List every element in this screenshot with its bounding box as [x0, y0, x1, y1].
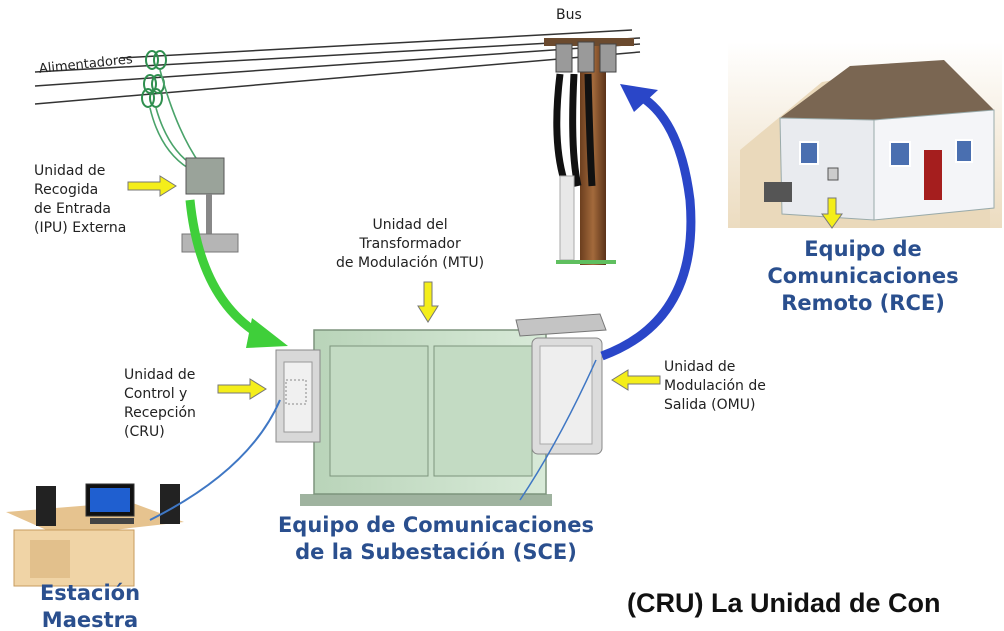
- label-mtu: Unidad del Transformador de Modulación (…: [336, 217, 485, 271]
- workstation: [6, 483, 184, 587]
- blue-arrow-head: [620, 84, 658, 112]
- label-omu: Unidad de Modulación de Salida (OMU): [664, 359, 766, 413]
- sce-cabinet: [275, 313, 607, 506]
- cru-cable: [149, 399, 281, 521]
- pointer-arrows: [127, 175, 843, 400]
- blue-arrow: [600, 92, 696, 361]
- caption-text: (CRU) La Unidad de Con: [627, 588, 941, 618]
- utility-pole: [544, 38, 634, 265]
- ipu-wires: [149, 69, 201, 169]
- label-cru: Unidad de Control y Recepción (CRU): [124, 367, 196, 440]
- omu-cable: [519, 359, 597, 501]
- title-rce: Equipo de Comunicaciones Remoto (RCE): [767, 237, 959, 315]
- green-arrow-head: [246, 318, 288, 348]
- title-estacion-maestra: Estación Maestra: [39, 581, 141, 631]
- label-bus: Bus: [556, 7, 582, 23]
- title-sce: Equipo de Comunicaciones de la Subestaci…: [277, 513, 595, 564]
- house-scene: [728, 42, 1002, 228]
- label-ipu: Unidad de Recogida de Entrada (IPU) Exte…: [34, 163, 127, 236]
- green-arrow: [185, 199, 265, 340]
- power-lines: [34, 29, 641, 105]
